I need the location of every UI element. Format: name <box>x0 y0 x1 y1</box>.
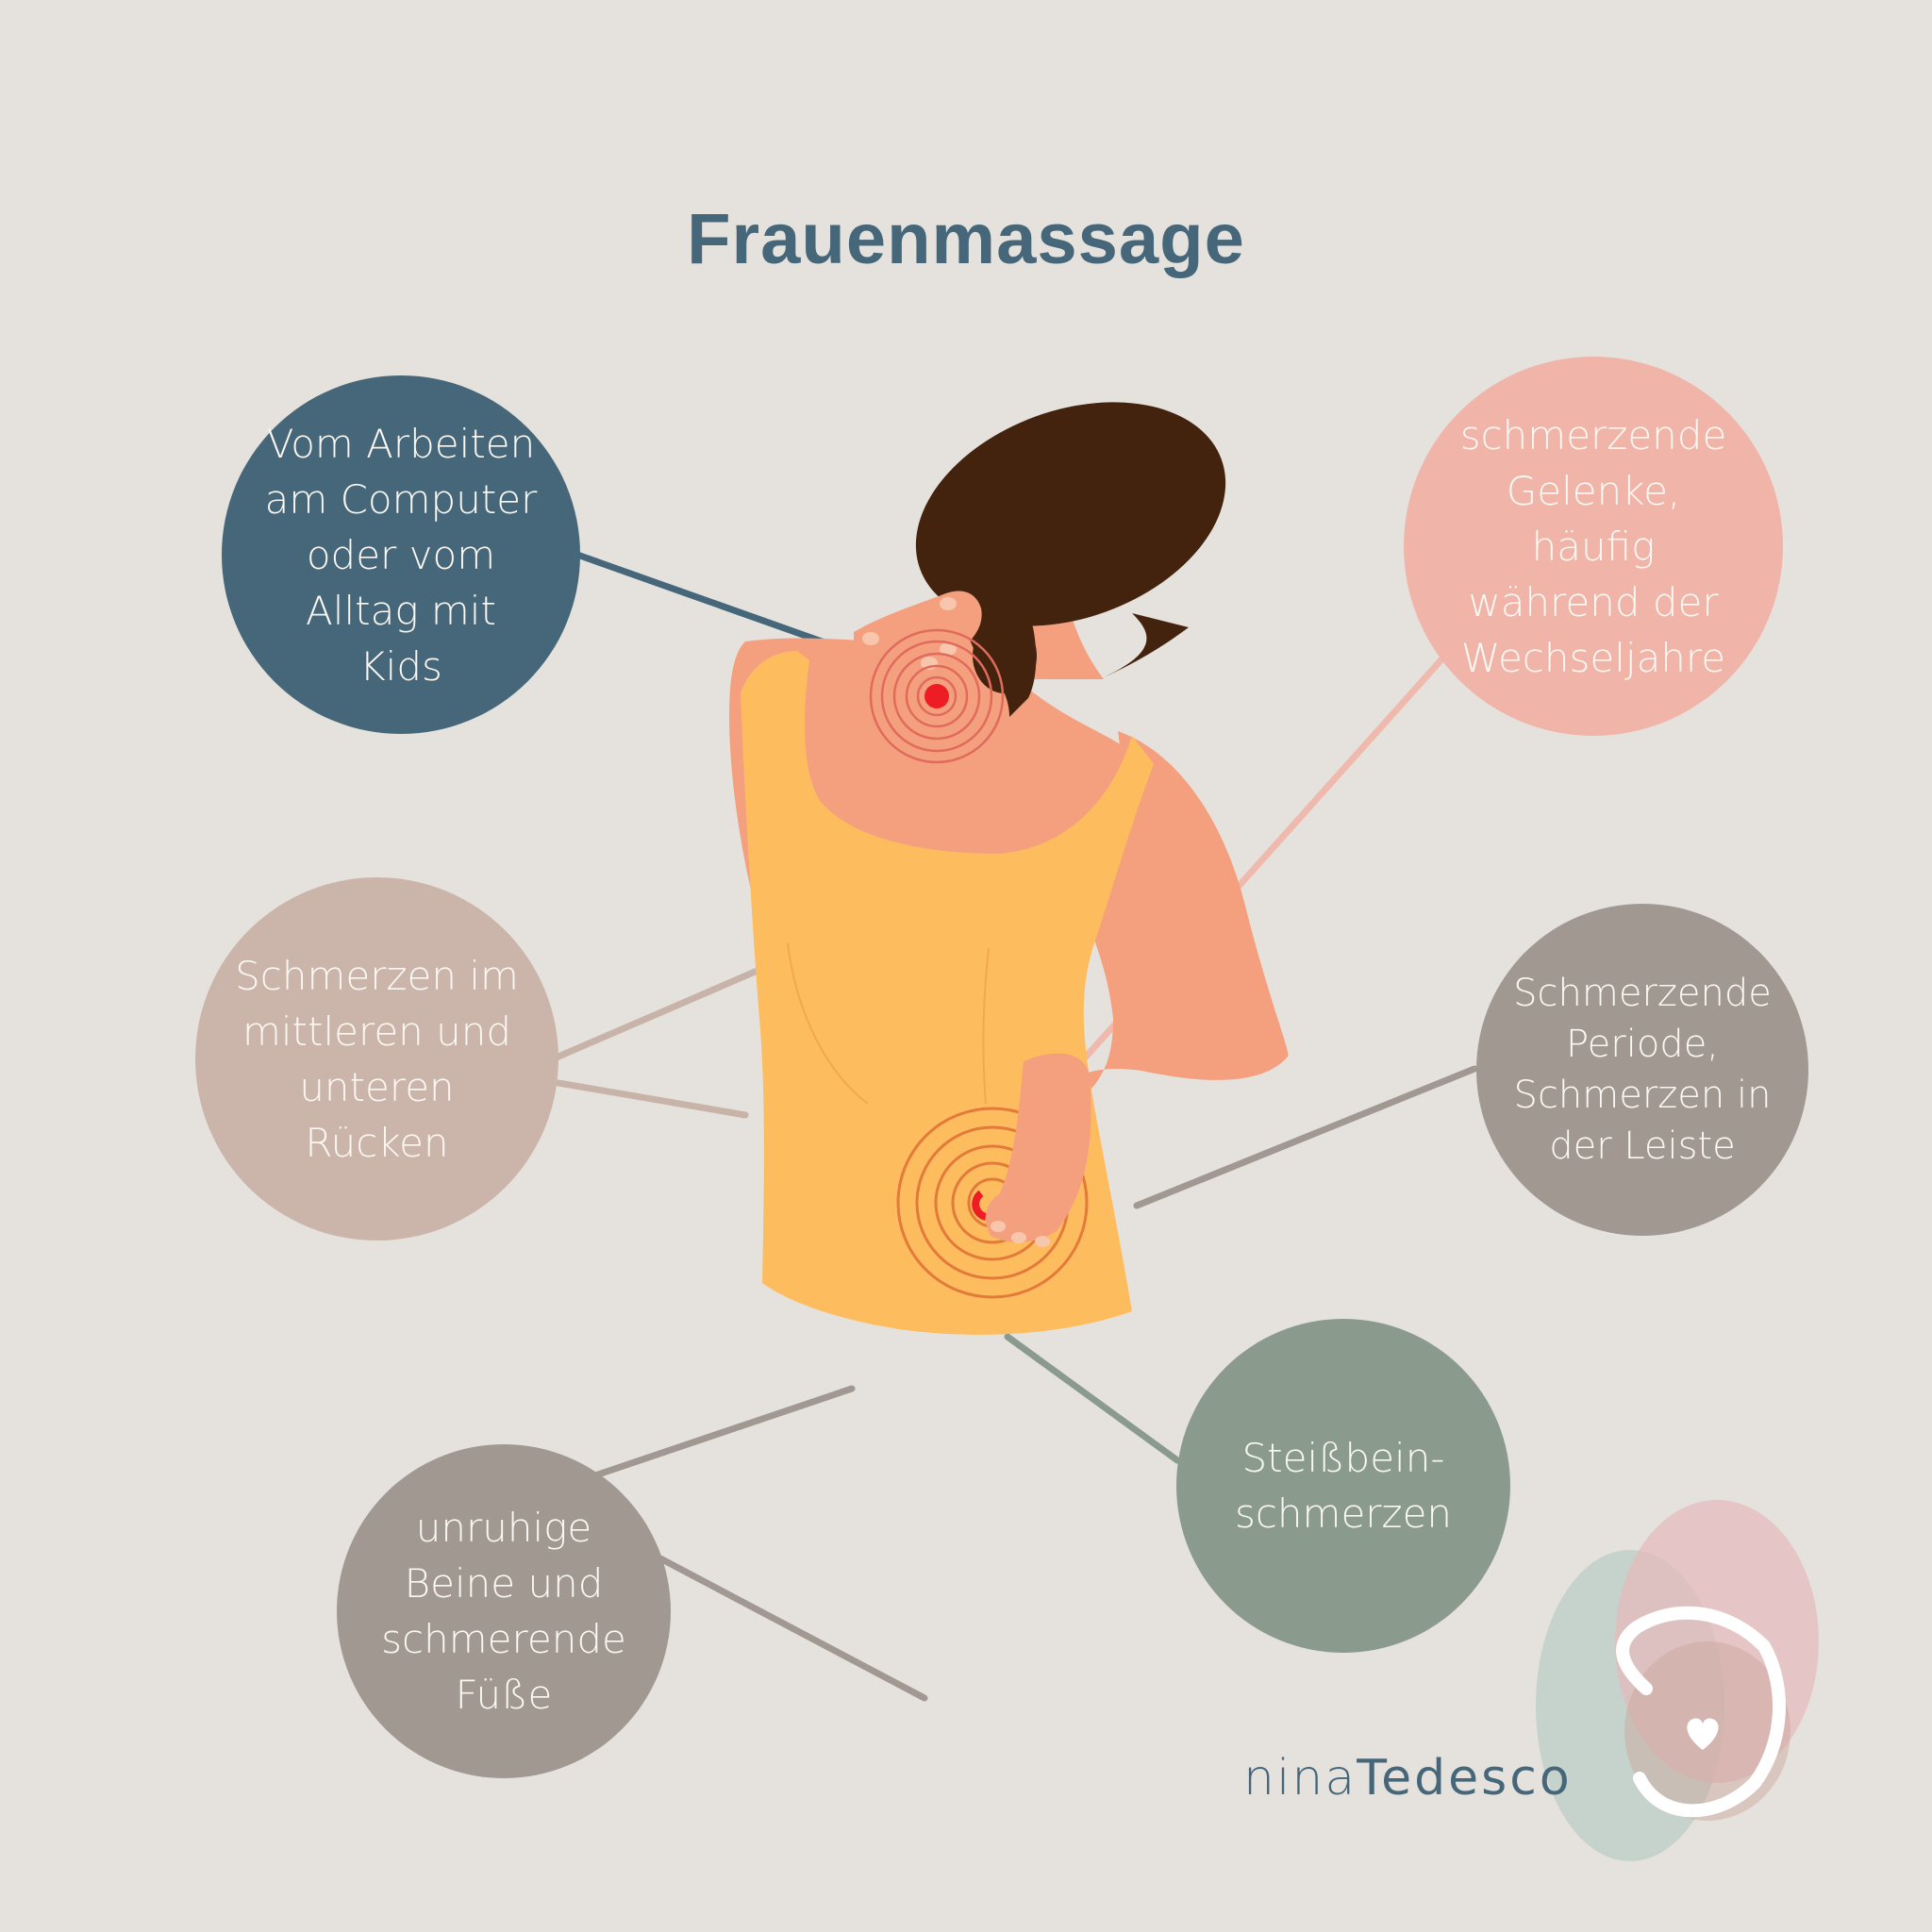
hip-hand <box>985 1053 1091 1247</box>
bubble-coccyx-text: Steißbein- schmerzen <box>1234 1435 1453 1537</box>
brand-last-name: Tedesco <box>1357 1750 1573 1807</box>
bubble-joints-text: schmerzende Gelenke, häufig während der … <box>1459 411 1727 681</box>
bubble-period: Schmerzende Periode, Schmerzen in der Le… <box>1476 904 1808 1236</box>
bubble-period-text: Schmerzende Periode, Schmerzen in der Le… <box>1513 972 1772 1168</box>
connector-computer <box>574 551 858 657</box>
spiral-heart-logo <box>1536 1500 1819 1861</box>
connector-coccyx <box>1004 1333 1181 1464</box>
bubble-legs-text: unruhige Beine und schmerende Füße <box>381 1505 626 1718</box>
heart-icon <box>1687 1718 1719 1750</box>
hair <box>915 402 1226 717</box>
page-title: Frauenmassage <box>687 199 1245 279</box>
bubble-back-text: Schmerzen im mittleren und unteren Rücke… <box>235 952 519 1166</box>
bubble-computer: Vom Arbeiten am Computer oder vom Alltag… <box>222 375 580 734</box>
bubble-back: Schmerzen im mittleren und unteren Rücke… <box>195 877 558 1241</box>
neck-pain-dot <box>924 684 949 708</box>
connector-period <box>1133 1065 1478 1209</box>
neck-pain-target <box>869 628 1005 764</box>
bubble-joints: schmerzende Gelenke, häufig während der … <box>1404 357 1783 736</box>
bubble-computer-text: Vom Arbeiten am Computer oder vom Alltag… <box>264 420 538 690</box>
connector-back-lower <box>555 1079 749 1119</box>
brand-wordmark: ninaTedesco <box>1243 1750 1573 1807</box>
connector-legs-lower <box>657 1555 928 1702</box>
right-arm <box>1057 731 1289 1108</box>
neck-hand <box>854 591 982 670</box>
bubble-coccyx: Steißbein- schmerzen <box>1176 1319 1510 1653</box>
brand-first-name: nina <box>1243 1750 1357 1807</box>
woman-figure <box>728 402 1289 1335</box>
bubble-legs: unruhige Beine und schmerende Füße <box>337 1444 671 1778</box>
connector-back-upper <box>555 966 763 1060</box>
connector-legs-upper <box>589 1385 856 1480</box>
